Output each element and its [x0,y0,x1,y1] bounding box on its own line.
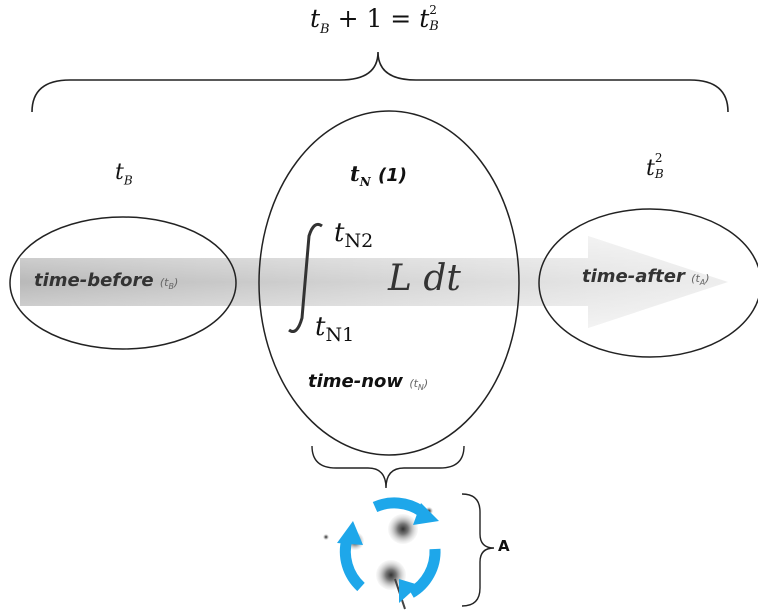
integral-sign [288,222,323,333]
right-brace [461,493,495,607]
time-before-ellipse [9,216,237,350]
top-brace [31,51,729,113]
integral-upper-limit: tN2 [334,218,374,252]
time-after-ellipse [538,208,758,358]
cycle-label: A [498,537,510,555]
tb-label: tB [115,160,133,188]
tn-label: tN (1) [350,161,407,190]
integral-lower-limit: tN1 [315,312,355,346]
particle-blob-icon [388,514,418,544]
cycle-arrows-icon [323,497,441,610]
time-now-label: time-now (tN) [308,371,429,393]
particle-blob-icon [376,560,406,590]
particle-blob-icon [323,534,329,540]
time-after-label: time-after (tA) [582,266,710,288]
time-now-ellipse [258,110,520,456]
lower-brace [311,445,465,489]
time-arrow [20,236,728,328]
time-before-label: time-before (tB) [34,270,179,292]
integrand: L dt [388,258,461,299]
